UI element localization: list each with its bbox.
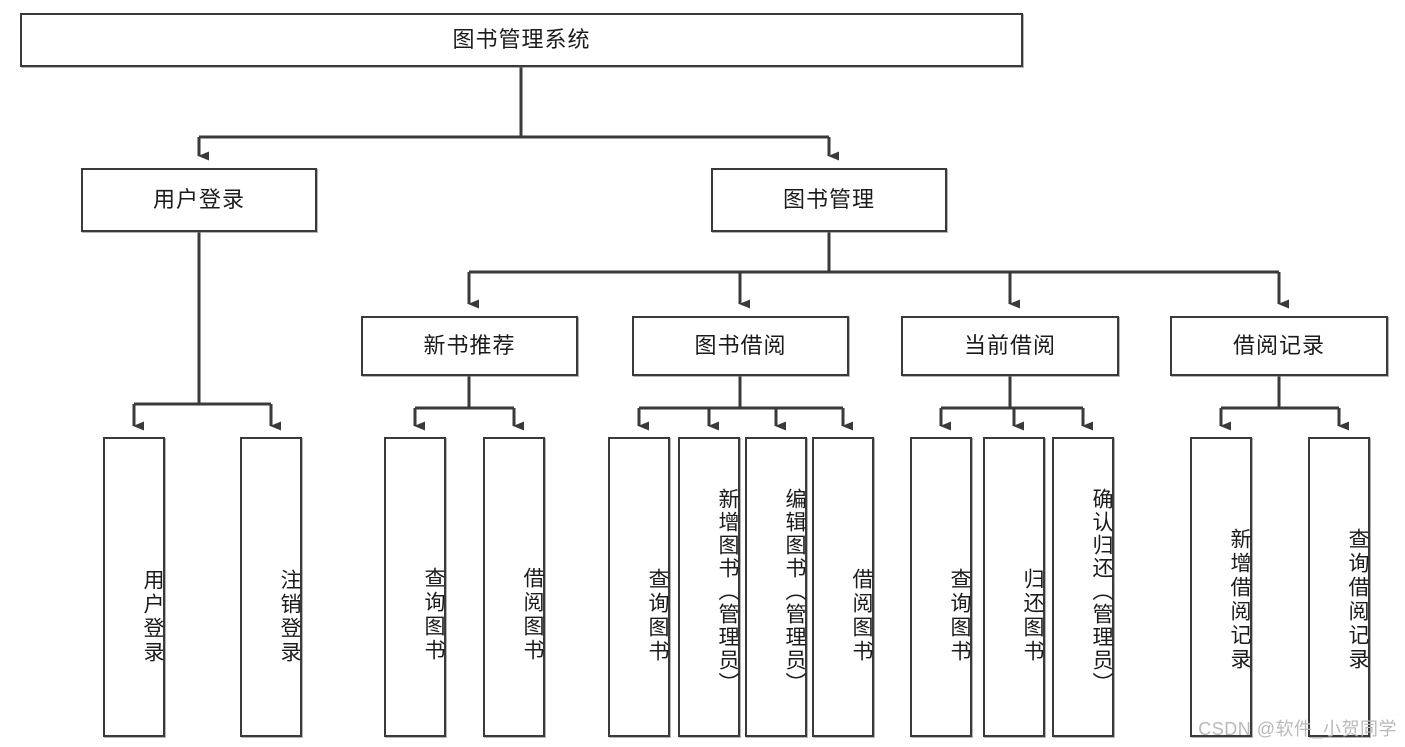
node-leaf-user-login[interactable]: 用户登录 <box>103 437 165 737</box>
node-leaf-query-book-1[interactable]: 查询图书 <box>384 437 446 737</box>
node-root-label: 图书管理系统 <box>452 26 591 52</box>
node-leaf-add-record-label: 新增借阅记录 <box>1228 527 1251 672</box>
node-borrow-record-label: 借阅记录 <box>1232 332 1325 358</box>
node-leaf-query-book-3[interactable]: 查询图书 <box>910 437 972 737</box>
node-leaf-edit-book[interactable]: 编辑图书（管理员） <box>745 437 807 737</box>
node-leaf-borrow-book-2[interactable]: 借阅图书 <box>812 437 874 737</box>
node-leaf-return-book-label: 归还图书 <box>1021 568 1044 664</box>
node-leaf-logout-login[interactable]: 注销登录 <box>240 437 302 737</box>
node-leaf-add-book-label: 新增图书（管理员） <box>716 487 739 695</box>
node-leaf-query-book-2-label: 查询图书 <box>646 568 669 664</box>
node-user-login-label: 用户登录 <box>152 186 245 212</box>
watermark-text: CSDN @软件_小贺同学 <box>1198 719 1397 739</box>
node-leaf-query-record-label: 查询借阅记录 <box>1346 527 1369 672</box>
node-book-manage[interactable]: 图书管理 <box>711 168 947 232</box>
node-new-book-recommend[interactable]: 新书推荐 <box>361 316 578 376</box>
node-leaf-query-book-1-label: 查询图书 <box>422 566 445 663</box>
node-current-borrow-label: 当前借阅 <box>963 332 1056 358</box>
node-leaf-edit-book-label: 编辑图书（管理员） <box>783 487 806 695</box>
node-leaf-borrow-book-2-label: 借阅图书 <box>850 568 873 664</box>
node-book-borrow-label: 图书借阅 <box>694 332 787 358</box>
node-leaf-borrow-book-1-label: 借阅图书 <box>521 566 544 663</box>
node-user-login[interactable]: 用户登录 <box>81 168 317 232</box>
node-leaf-confirm-return[interactable]: 确认归还（管理员） <box>1052 437 1114 737</box>
node-leaf-add-record[interactable]: 新增借阅记录 <box>1190 437 1252 737</box>
node-leaf-logout-login-label: 注销登录 <box>278 569 301 665</box>
node-leaf-user-login-label: 用户登录 <box>141 569 164 665</box>
node-leaf-confirm-return-label: 确认归还（管理员） <box>1090 487 1113 695</box>
node-book-manage-label: 图书管理 <box>782 186 875 212</box>
node-leaf-return-book[interactable]: 归还图书 <box>983 437 1045 737</box>
node-new-book-recommend-label: 新书推荐 <box>423 332 516 358</box>
node-leaf-borrow-book-1[interactable]: 借阅图书 <box>483 437 545 737</box>
node-current-borrow[interactable]: 当前借阅 <box>901 316 1119 376</box>
node-borrow-record[interactable]: 借阅记录 <box>1170 316 1388 376</box>
node-leaf-add-book[interactable]: 新增图书（管理员） <box>678 437 740 737</box>
node-root[interactable]: 图书管理系统 <box>20 13 1023 67</box>
node-leaf-query-book-3-label: 查询图书 <box>948 568 971 664</box>
node-book-borrow[interactable]: 图书借阅 <box>632 316 849 376</box>
node-leaf-query-record[interactable]: 查询借阅记录 <box>1308 437 1370 737</box>
node-leaf-query-book-2[interactable]: 查询图书 <box>608 437 670 737</box>
